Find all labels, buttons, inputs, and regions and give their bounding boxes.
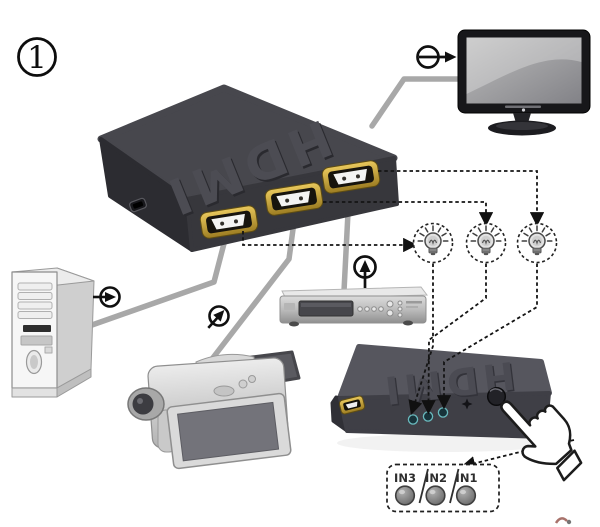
step-badge-circle	[17, 37, 57, 77]
indicator-bulb-1	[516, 222, 558, 264]
switch2-led-2	[422, 411, 434, 422]
switch2-hdmi-port	[338, 395, 366, 415]
pc-tower	[11, 267, 95, 398]
settop-foot-left	[289, 321, 299, 327]
signal-out-to-monitor-icon	[416, 45, 457, 69]
pc-panel	[20, 335, 53, 346]
settop-buttons	[357, 300, 403, 318]
monitor-screen-glare	[466, 37, 582, 94]
label-in2: IN2	[425, 471, 447, 485]
panel-led-sheen-3	[399, 489, 405, 495]
settop-label-text-2	[406, 306, 418, 308]
dashed-port3-to-bulb3	[242, 231, 418, 253]
step-badge: 1	[17, 37, 57, 77]
switch2-select-button	[486, 386, 507, 407]
pc-base	[11, 387, 58, 398]
camcorder-lens-glint	[137, 398, 143, 404]
switch2-led-3	[407, 414, 419, 425]
hand-cursor-icon	[500, 400, 583, 482]
pc-reset-button	[44, 346, 53, 354]
camcorder-control	[213, 385, 235, 397]
switch2-button-highlight	[489, 388, 503, 393]
dashed-port1-to-bulb1	[378, 170, 545, 227]
ir-sensor-icon	[461, 398, 473, 410]
monitor-base-sheen	[496, 122, 548, 130]
hdmi-switch-bottom: HDMI HDMI	[330, 344, 553, 452]
pc-floppy-slot	[23, 325, 51, 332]
camcorder-button-2	[248, 375, 256, 383]
cable-pc-to-port3	[89, 229, 230, 328]
panel-slash-2	[449, 468, 460, 504]
pc-base-side	[56, 368, 92, 398]
monitor-power-led	[521, 108, 526, 112]
watermark-mark	[554, 517, 572, 525]
camcorder-lcd	[166, 392, 292, 470]
monitor-screen	[466, 37, 582, 104]
set-top-box	[279, 286, 428, 327]
panel-led-sheen-1	[460, 489, 466, 495]
monitor-brand-text	[505, 105, 541, 108]
hdmi-port-2	[264, 182, 324, 216]
dashed-port2-to-bulb2	[323, 201, 494, 227]
hand-cuff	[556, 449, 583, 482]
indicator-bulb-3	[412, 222, 454, 264]
panel-led-in3	[394, 485, 416, 506]
settop-logo	[284, 303, 295, 310]
dashed-bulb3-to-led	[408, 263, 434, 415]
signal-in-from-pc-icon	[93, 286, 121, 308]
panel-led-in1	[455, 485, 477, 506]
input-panel: IN3 IN2 IN1	[386, 463, 500, 513]
hdmi-port-1	[321, 160, 381, 194]
hand-outline	[500, 400, 573, 466]
indicator-bulb-2	[465, 222, 507, 264]
panel-led-sheen-2	[429, 489, 436, 495]
pc-drive-bays	[17, 282, 53, 319]
hdmi-port-3	[199, 205, 259, 239]
camcorder	[127, 350, 301, 470]
camcorder-lens	[132, 393, 154, 415]
settop-display-sheen	[301, 303, 351, 307]
panel-led-in2	[425, 485, 446, 506]
signal-in-from-camcorder-icon	[207, 305, 230, 329]
cable-switch-to-monitor	[369, 76, 462, 129]
mini-usb-port	[129, 197, 147, 213]
dashed-bulb2-to-led	[421, 263, 487, 415]
switch2-led-1	[437, 407, 449, 418]
dashed-bulb1-to-led	[436, 263, 538, 410]
settop-foot-right	[403, 320, 413, 326]
dashed-button-to-input-panel	[460, 439, 575, 471]
hdmi-switch-top: HDMI HDMI	[97, 84, 399, 252]
label-in3: IN3	[394, 471, 416, 485]
step-number: 1	[27, 40, 47, 76]
monitor-neck	[513, 113, 531, 123]
switch-shadow	[337, 434, 553, 452]
camcorder-button-1	[238, 379, 248, 389]
settop-label-text	[406, 301, 422, 304]
label-in1: IN1	[456, 471, 478, 485]
signal-in-from-settop-icon	[353, 255, 377, 288]
pc-power-button-inner	[30, 355, 38, 369]
panel-slash-1	[418, 468, 429, 504]
monitor	[457, 29, 591, 136]
